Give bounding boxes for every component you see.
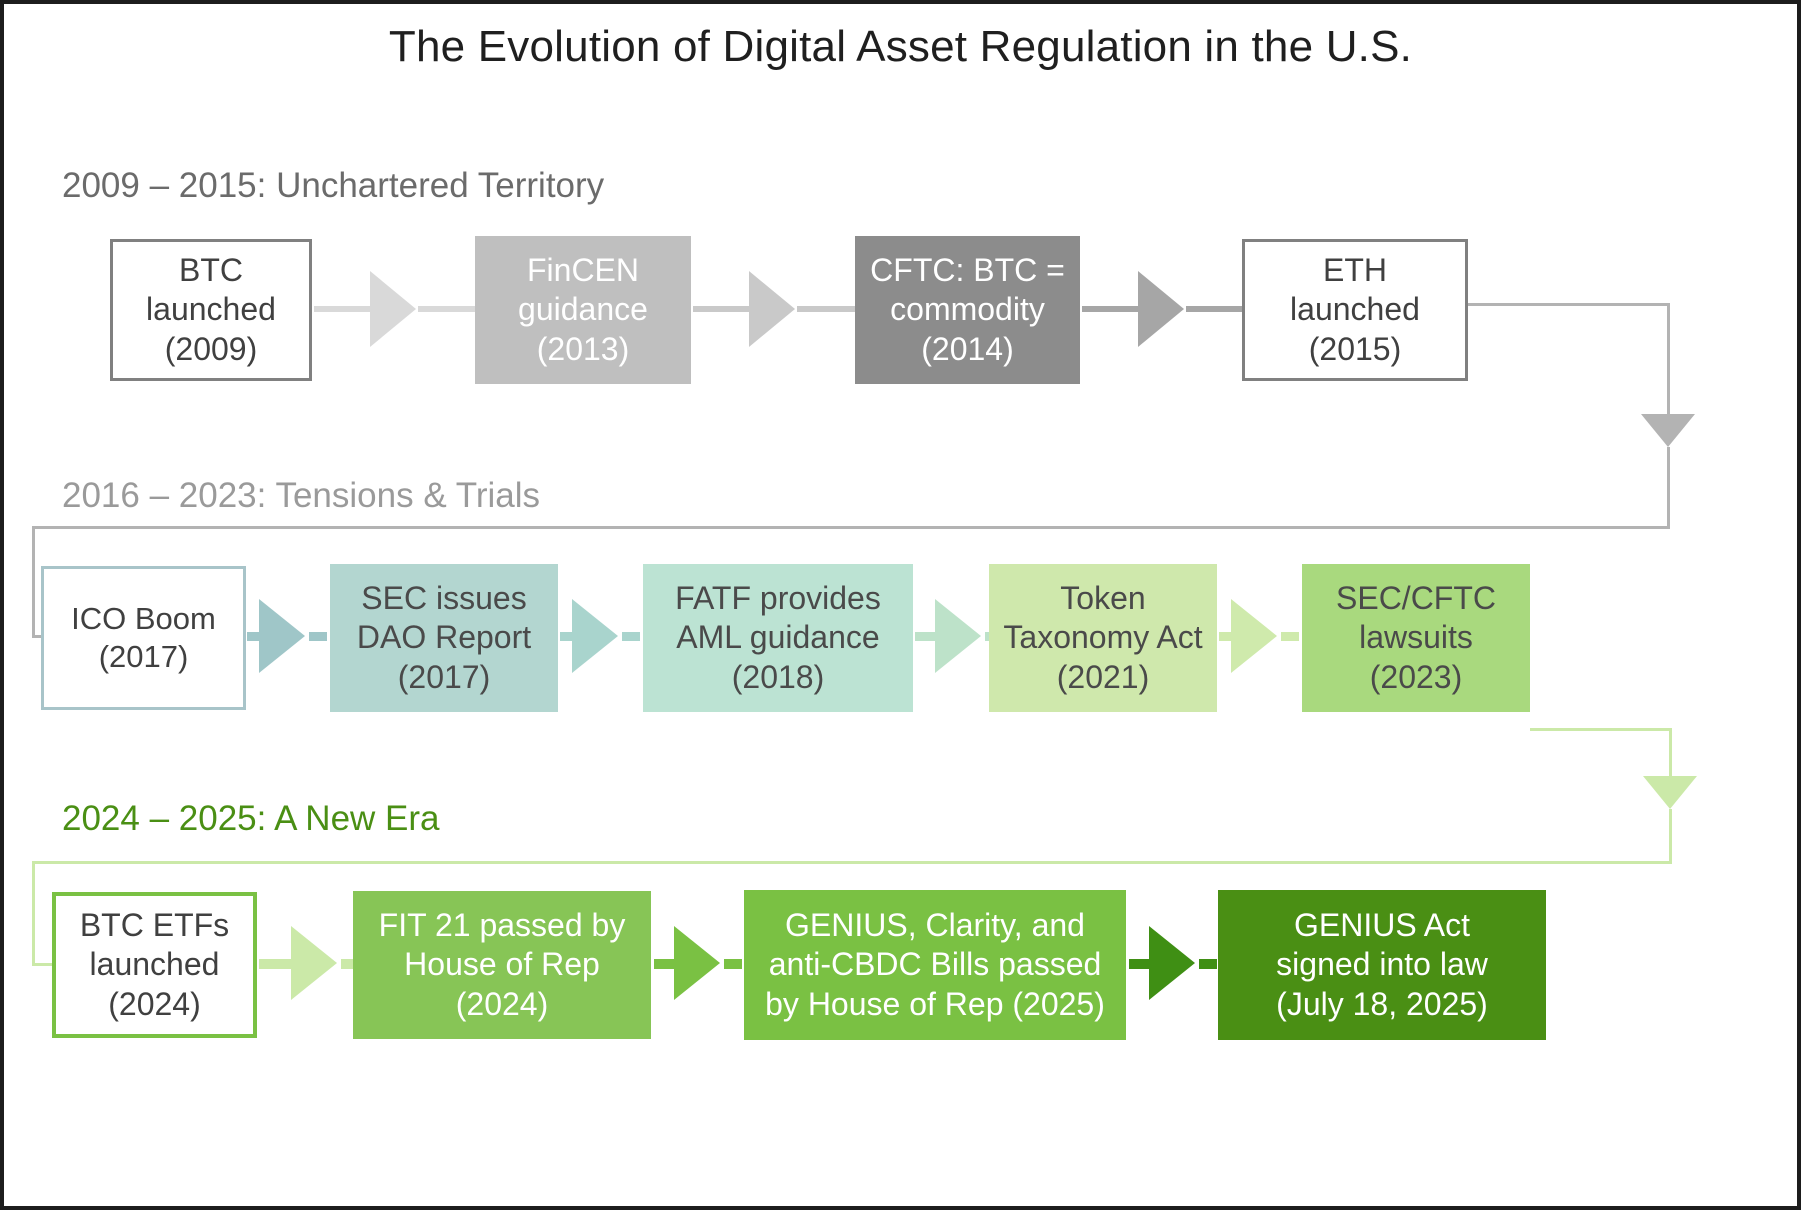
arrow-line-7b: [1281, 632, 1299, 641]
arrow-line-9b: [724, 959, 742, 969]
node-line: signed into law: [1276, 946, 1488, 983]
wrap-connector-era2-era3-right: [1669, 728, 1672, 780]
node-fit21-passed[interactable]: FIT 21 passed by House of Rep (2024): [353, 891, 651, 1039]
node-line: FATF provides: [675, 580, 881, 617]
node-line: commodity: [890, 291, 1045, 328]
node-line: BTC ETFs: [79, 907, 230, 944]
node-line: (2021): [1056, 658, 1150, 695]
arrow-line-2a: [693, 306, 749, 312]
arrow-right-icon-8: [291, 926, 337, 1000]
wrap-connector-era2-era3-bottom: [32, 861, 1672, 864]
node-line: GENIUS, Clarity, and: [785, 907, 1085, 944]
node-btc-etfs-launched[interactable]: BTC ETFs launched (2024): [52, 892, 257, 1038]
node-line: (2024): [108, 985, 201, 1022]
arrow-line-8b: [341, 959, 359, 969]
node-sec-cftc-lawsuits[interactable]: SEC/CFTC lawsuits (2023): [1302, 564, 1530, 712]
node-line: House of Rep: [404, 946, 600, 983]
wrap-arrow-era1-era2-icon: [1641, 414, 1695, 447]
node-genius-act-signed[interactable]: GENIUS Act signed into law (July 18, 202…: [1218, 890, 1546, 1040]
arrow-line-3a: [1082, 306, 1138, 312]
arrow-line-10a: [1129, 959, 1149, 969]
arrow-line-4a: [247, 632, 259, 641]
arrow-line-1b: [418, 306, 476, 312]
node-line: launched: [146, 291, 276, 328]
node-line: BTC: [178, 252, 243, 289]
arrow-line-3b: [1186, 306, 1244, 312]
arrow-line-5b: [622, 632, 640, 641]
wrap-connector-era1-era2-mid: [1667, 447, 1670, 529]
node-line: (2013): [536, 330, 630, 367]
node-line: (2014): [921, 330, 1014, 367]
node-line: guidance: [518, 291, 648, 328]
node-line: launched: [1290, 291, 1420, 328]
node-genius-clarity-cbdc-bills[interactable]: GENIUS, Clarity, and anti-CBDC Bills pas…: [744, 890, 1126, 1040]
node-token-taxonomy-act[interactable]: Token Taxonomy Act (2021): [989, 564, 1217, 712]
wrap-connector-era1-era2-bottom: [32, 526, 1670, 529]
node-line: by House of Rep (2025): [765, 985, 1105, 1022]
arrow-line-7a: [1219, 632, 1231, 641]
arrow-right-icon-9: [674, 926, 720, 1000]
node-sec-dao-report[interactable]: SEC issues DAO Report (2017): [330, 564, 558, 712]
era-header-2016-2023: 2016 – 2023: Tensions & Trials: [62, 476, 541, 515]
node-ico-boom[interactable]: ICO Boom (2017): [41, 566, 246, 710]
eth-exit-line: [1468, 303, 1608, 306]
node-line: anti-CBDC Bills passed: [768, 946, 1102, 983]
page-title: The Evolution of Digital Asset Regulatio…: [388, 22, 1413, 71]
arrow-line-10b: [1199, 959, 1217, 969]
node-line: CFTC: BTC =: [870, 252, 1065, 289]
wrap-connector-era2-era3-left: [32, 861, 35, 966]
node-line: GENIUS Act: [1293, 907, 1471, 944]
arrow-line-8a: [259, 959, 291, 969]
arrow-line-9a: [654, 959, 674, 969]
node-line: (2009): [164, 330, 258, 367]
arrow-line-2b: [797, 306, 855, 312]
node-line: (2018): [731, 658, 825, 695]
arrow-line-1a: [314, 306, 370, 312]
wrap-connector-era1-era2-top: [1604, 303, 1670, 306]
era-header-2024-2025: 2024 – 2025: A New Era: [62, 799, 440, 838]
era-header-2009-2015: 2009 – 2015: Unchartered Territory: [62, 166, 605, 205]
arrow-right-icon-6: [935, 599, 981, 673]
arrow-right-icon-5: [572, 599, 618, 673]
node-line: launched: [89, 946, 220, 983]
node-line: FIT 21 passed by: [378, 907, 626, 944]
arrow-right-icon-4: [259, 599, 305, 673]
node-line: (2017): [98, 639, 189, 674]
node-line: SEC/CFTC: [1336, 580, 1496, 617]
node-line: (2017): [397, 658, 491, 695]
arrow-line-6a: [915, 632, 935, 641]
node-cftc-commodity[interactable]: CFTC: BTC = commodity (2014): [855, 236, 1080, 384]
node-line: ICO Boom: [71, 601, 216, 637]
node-fatf-aml-guidance[interactable]: FATF provides AML guidance (2018): [643, 564, 913, 712]
node-line: (2015): [1308, 330, 1402, 367]
node-line: FinCEN: [526, 252, 639, 289]
node-eth-launched[interactable]: ETH launched (2015): [1242, 239, 1468, 381]
wrap-arrow-era2-era3-icon: [1643, 776, 1697, 809]
node-line: lawsuits: [1359, 619, 1473, 656]
node-line: Token: [1060, 580, 1146, 617]
node-line: (2024): [455, 985, 549, 1022]
arrow-right-icon-10: [1149, 926, 1195, 1000]
node-line: SEC issues: [361, 580, 527, 617]
node-line: ETH: [1322, 252, 1387, 289]
node-line: DAO Report: [356, 619, 532, 656]
arrow-line-5a: [560, 632, 572, 641]
arrow-right-icon-3: [1138, 271, 1184, 347]
arrow-right-icon-1: [370, 271, 416, 347]
node-line: (2023): [1369, 658, 1463, 695]
node-line: AML guidance: [676, 619, 880, 656]
node-line: (July 18, 2025): [1276, 985, 1488, 1022]
wrap-connector-era2-era3-mid: [1669, 809, 1672, 864]
arrow-right-icon-2: [749, 271, 795, 347]
wrap-connector-era1-era2: [1667, 304, 1670, 418]
sec-cftc-exit-line: [1530, 728, 1672, 731]
arrow-right-icon-7: [1231, 599, 1277, 673]
wrap-connector-era1-era2-left: [32, 526, 35, 638]
node-line: Taxonomy Act: [1003, 619, 1203, 656]
node-fincen-guidance[interactable]: FinCEN guidance (2013): [475, 236, 691, 384]
arrow-line-4b: [309, 632, 327, 641]
node-btc-launched[interactable]: BTC launched (2009): [110, 239, 312, 381]
